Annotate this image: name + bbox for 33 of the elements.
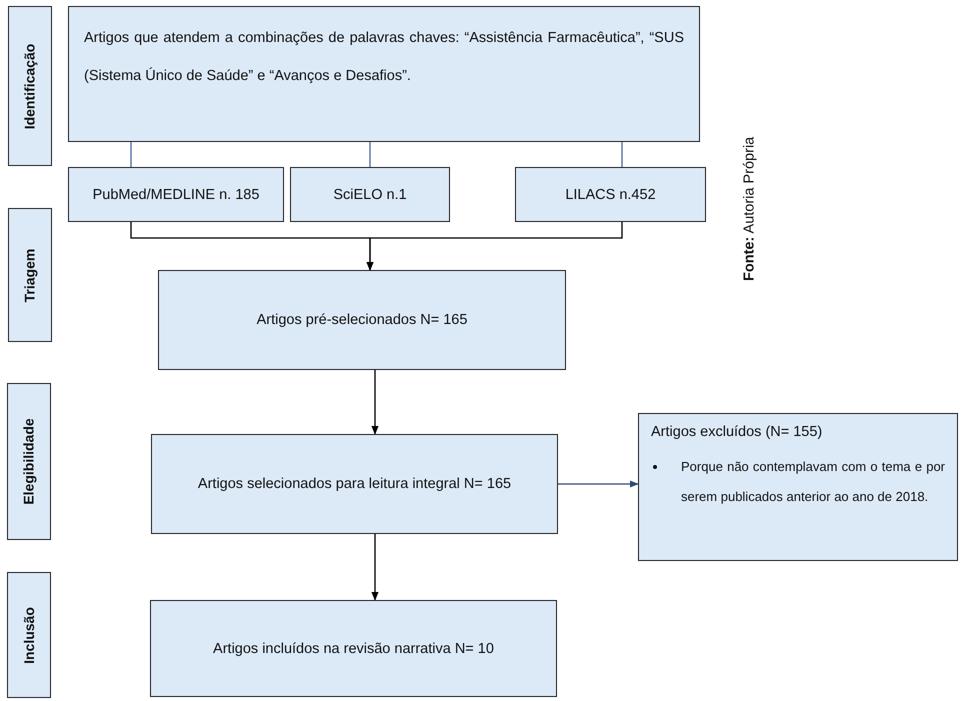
box-text: PubMed/MEDLINE n. 185 xyxy=(92,186,260,204)
connector-line xyxy=(130,142,132,167)
process-box xyxy=(638,413,958,561)
stage-box xyxy=(8,208,52,342)
stage-label: Identificação xyxy=(20,43,38,129)
stage-label: Elegibilidade xyxy=(20,418,38,505)
arrow xyxy=(558,480,639,488)
box-text: Artigos pré-selecionados N= 165 xyxy=(256,311,468,330)
box-text: Artigos selecionados para leitura integral N= 165 xyxy=(198,475,512,494)
box-text: LILACS n.452 xyxy=(565,186,656,204)
box-text: Artigos incluídos na revisão narrativa N= 10 xyxy=(213,640,494,658)
arrow xyxy=(371,534,379,601)
box-text: Artigos que atendem a combinações de palavras chaves: “Assistência Farmacêutica”, “SUS (Sistema Único de Saúde” e “Avanços e Desafios”. xyxy=(84,29,684,86)
process-box xyxy=(151,434,558,534)
process-box xyxy=(515,167,706,222)
stage-box xyxy=(8,6,52,166)
connector-line xyxy=(621,142,623,167)
process-box xyxy=(68,167,284,222)
stage-label: Inclusão xyxy=(20,606,38,664)
stage-label: Triagem xyxy=(20,248,38,302)
process-box xyxy=(290,167,450,222)
box-text: SciELO n.1 xyxy=(333,186,407,204)
process-box xyxy=(68,6,700,142)
stage-box xyxy=(7,383,51,540)
source-note: Fonte: Autoria Própria xyxy=(740,136,758,281)
connector-line xyxy=(369,142,371,167)
process-box xyxy=(150,600,557,697)
arrow xyxy=(371,370,379,435)
box-heading: Artigos excluídos (N= 155) xyxy=(651,423,824,442)
process-box xyxy=(158,270,566,370)
bullet-text: Porque não contemplavam com o tema e por serem publicados anterior ao ano de 2018. xyxy=(681,458,945,506)
stage-box xyxy=(7,572,51,698)
arrow xyxy=(366,222,623,271)
